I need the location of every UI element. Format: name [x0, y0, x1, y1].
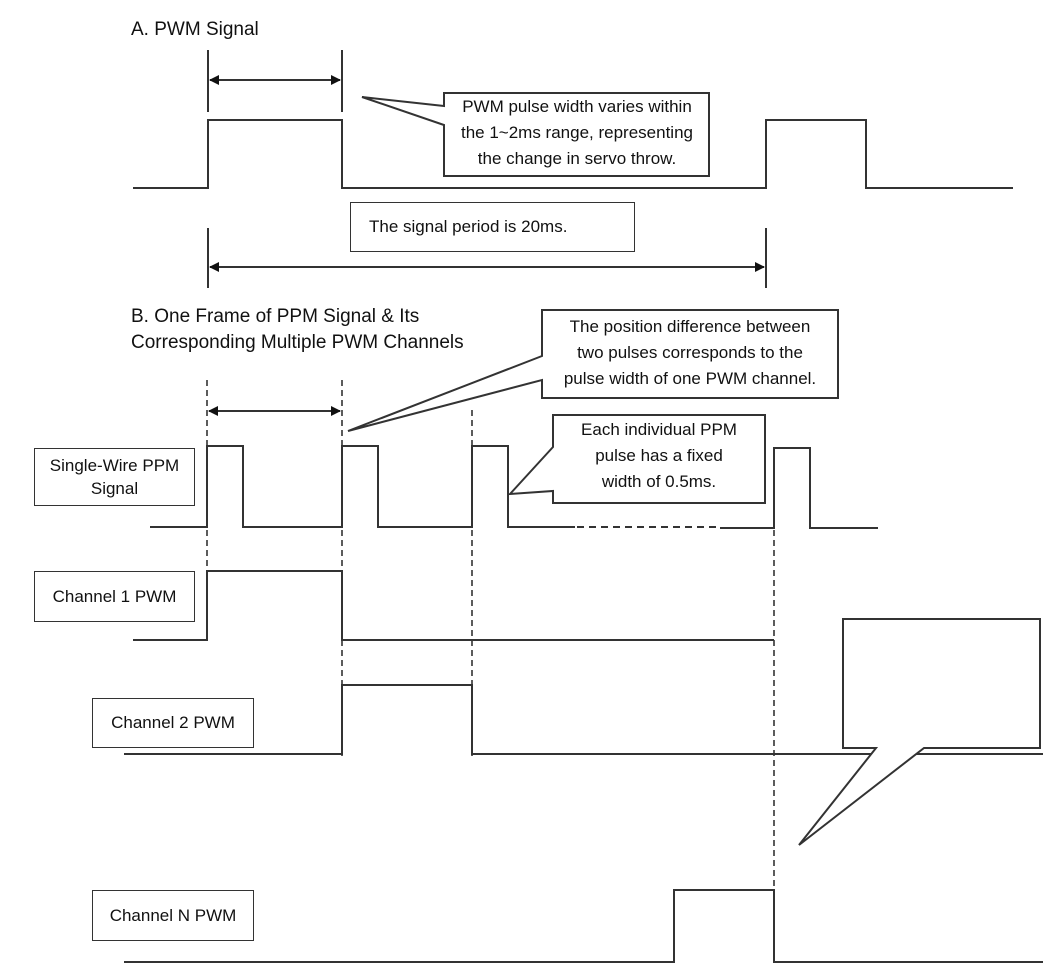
section-a-title: A. PWM Signal: [131, 19, 259, 40]
pulse-width-callout-shape: [361, 92, 710, 177]
position-callout-line-2: two pulses corresponds to the: [577, 343, 803, 362]
position-callout-shape: [347, 309, 839, 432]
position-difference-callout: The position difference between two puls…: [544, 314, 836, 392]
channel-1-label-box: Channel 1 PWM: [34, 571, 195, 622]
pwm-waveform: [133, 119, 1013, 189]
ppm-pulse-callout-shape: [507, 414, 766, 504]
pulse-width-callout-line-3: the change in servo throw.: [477, 149, 677, 168]
section-b-title: B. One Frame of PPM Signal & Its Corresp…: [131, 304, 464, 356]
period-label: The signal period is 20ms.: [369, 217, 568, 236]
ppm-pulse-callout-line-3: width of 0.5ms.: [601, 472, 717, 491]
channel-1-label: Channel 1 PWM: [52, 586, 177, 606]
ppm-signal-label-line-2: Signal: [90, 479, 139, 498]
ppm-waveform-end: [720, 447, 878, 529]
section-b-title-line-1: B. One Frame of PPM Signal & Its: [131, 306, 420, 327]
channel-n-waveform: [124, 889, 1043, 963]
pulse-width-callout-line-2: the 1~2ms range, representing: [460, 123, 693, 142]
ppm-signal-label-line-1: Single-Wire PPM: [49, 456, 180, 475]
empty-callout-shape: [798, 618, 1041, 846]
channel-2-waveform: [124, 684, 1043, 755]
channel-n-label: Channel N PWM: [109, 905, 237, 925]
position-callout-line-3: pulse width of one PWM channel.: [563, 369, 817, 388]
position-callout-line-1: The position difference between: [569, 317, 811, 336]
section-b-title-line-2: Corresponding Multiple PWM Channels: [131, 332, 464, 353]
channel-n-label-box: Channel N PWM: [92, 890, 254, 941]
pulse-width-callout-line-1: PWM pulse width varies within: [462, 97, 692, 116]
channel-2-label: Channel 2 PWM: [111, 713, 235, 732]
ppm-pulse-callout-line-1: Each individual PPM: [581, 420, 737, 439]
pulse-width-callout: PWM pulse width varies within the 1~2ms …: [446, 94, 708, 172]
period-label-box: The signal period is 20ms.: [350, 202, 635, 252]
channel-1-waveform: [133, 570, 774, 641]
channel-2-label-box: Channel 2 PWM: [92, 698, 254, 748]
ppm-pulse-callout: Each individual PPM pulse has a fixed wi…: [555, 417, 763, 495]
ppm-signal-label-box: Single-Wire PPM Signal: [34, 448, 195, 506]
ppm-pulse-callout-line-2: pulse has a fixed: [595, 446, 723, 465]
ppm-waveform: [150, 445, 575, 528]
